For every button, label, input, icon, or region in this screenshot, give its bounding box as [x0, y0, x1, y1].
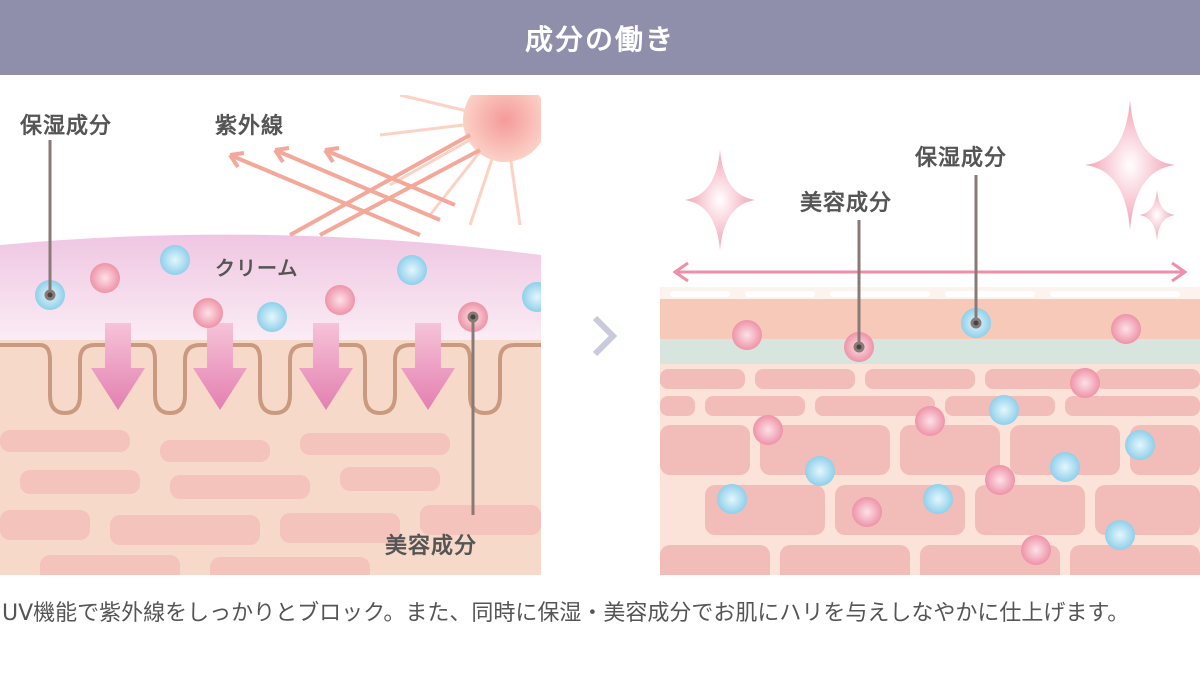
label-beauty: 美容成分: [385, 533, 477, 559]
label-moisture: 保湿成分: [19, 114, 112, 139]
label-moisture: 保湿成分: [914, 146, 1007, 171]
section-title: 成分の働き: [524, 22, 675, 56]
description-text: UV機能で紫外線をしっかりとブロック。また、同時に保湿・美容成分でお肌にハリを与…: [2, 601, 1130, 626]
barrier-arrow: [672, 261, 1188, 283]
label-cream: クリーム: [215, 256, 298, 280]
surface-bumps: [670, 291, 1180, 297]
label-uv: 紫外線: [215, 113, 284, 139]
skin-cells: [0, 430, 541, 575]
uv-arrows: [228, 133, 481, 237]
moisture-dots: [717, 308, 1155, 550]
section-header: 成分の働き: [0, 0, 1200, 75]
chevron-right-icon: [592, 315, 618, 357]
before-illustration: 保湿成分 紫外線 クリーム 美容成分: [0, 95, 541, 575]
label-beauty: 美容成分: [800, 190, 892, 216]
beauty-dots: [90, 263, 488, 332]
skin-cells: [660, 369, 1200, 575]
skin-layer: [0, 340, 541, 575]
sun-icon: [379, 95, 541, 226]
sparkle-icon: [685, 100, 1175, 250]
penetration-arrows: [91, 323, 455, 410]
after-illustration: 美容成分 保湿成分: [660, 95, 1200, 575]
